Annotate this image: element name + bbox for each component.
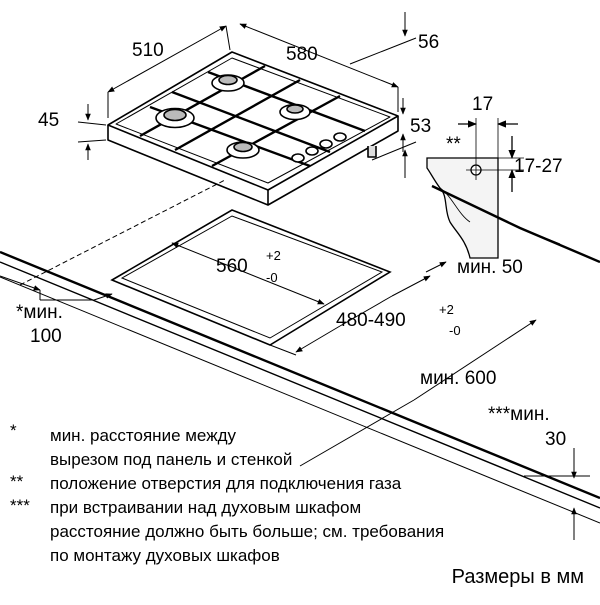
label-min-100-line2: 100 [30, 326, 62, 347]
gas-outlet-mark: ** [446, 134, 461, 155]
label-45: 45 [38, 110, 59, 131]
label-56: 56 [418, 32, 439, 53]
footnote-3-line-2: расстояние должно быть больше; см. требо… [50, 522, 445, 541]
label-560-tol-plus: +2 [266, 248, 281, 263]
label-min-600: мин. 600 [420, 368, 496, 389]
label-min-30-line1: ***мин. [488, 404, 550, 425]
footnote-1-line-2: вырезом под панель и стенкой [50, 450, 293, 469]
label-min-50: мин. 50 [457, 257, 523, 278]
label-480-490: 480-490 [336, 310, 406, 331]
label-min-30-line2: 30 [545, 429, 566, 450]
gas-outlet-detail [426, 118, 524, 259]
label-53: 53 [410, 116, 431, 137]
label-560-tol-minus: -0 [266, 270, 278, 285]
burner-front-right [226, 141, 260, 159]
control-knobs [291, 132, 347, 163]
label-min-100-line1: *мин. [16, 302, 63, 323]
footnote-2-line-1: положение отверстия для подключения газа [50, 474, 402, 493]
footnote-3-line-3: по монтажу духовых шкафов [50, 546, 280, 565]
footnote-1-symbol: * [10, 421, 17, 440]
label-17-27: 17-27 [514, 156, 563, 177]
label-510: 510 [132, 40, 164, 61]
footnote-3-symbol: *** [10, 496, 30, 515]
footnote-2-symbol: ** [10, 472, 24, 491]
label-480-tol-minus: -0 [449, 323, 461, 338]
hob [107, 51, 399, 206]
units-label: Размеры в мм [451, 566, 584, 588]
gas-connector [367, 146, 377, 158]
burner-rear-left [211, 74, 245, 92]
label-17: 17 [472, 94, 493, 115]
hob-dimensions [77, 12, 417, 178]
label-580: 580 [286, 44, 318, 65]
label-560: 560 [216, 256, 248, 277]
footnote-1-line-1: мин. расстояние между [50, 426, 236, 445]
worktop [0, 179, 600, 524]
label-480-tol-plus: +2 [439, 302, 454, 317]
burner-rear-right [279, 103, 311, 121]
burner-front-left [155, 107, 195, 129]
footnote-3-line-1: при встраивании над духовым шкафом [50, 498, 362, 517]
cutout-dimensions [0, 242, 590, 540]
